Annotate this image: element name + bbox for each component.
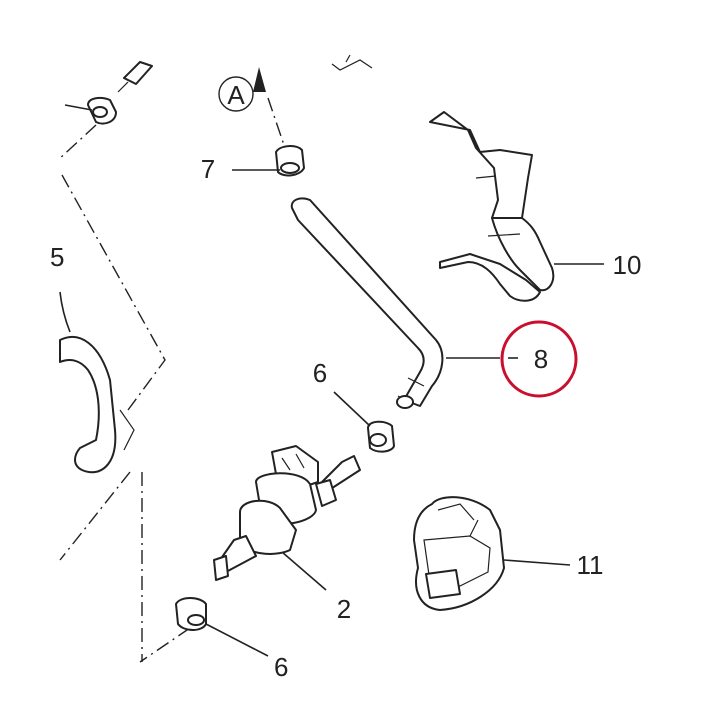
callout-11-label: 11 — [577, 550, 604, 580]
part-5-hose — [59, 291, 135, 474]
part-7-clamp — [232, 145, 305, 177]
reference-a-arrow — [253, 67, 266, 92]
reference-a-label: A — [227, 80, 245, 110]
dash-dot-guides — [57, 97, 286, 663]
callout-7-label: 7 — [201, 154, 215, 184]
part-10-bracket — [429, 111, 604, 302]
callout-8-label: 8 — [534, 344, 548, 374]
clamp-bottom-left — [175, 597, 269, 657]
callout-6-label: 6 — [313, 358, 327, 388]
callout-bottom-label-partial: 6 — [274, 652, 288, 682]
part-2-valve — [213, 445, 361, 591]
callout-10-label: 10 — [613, 250, 642, 280]
part-6-connector — [333, 391, 395, 453]
part-8-hose — [290, 197, 500, 409]
callout-5-label-partial: 5 — [50, 242, 64, 272]
clamp-top-left — [64, 61, 153, 125]
top-partial-part — [331, 54, 373, 71]
reference-a-bubble — [218, 76, 254, 112]
part-11-grommet — [413, 496, 571, 611]
highlight-circle — [500, 320, 578, 398]
callout-2-label: 2 — [337, 594, 351, 624]
